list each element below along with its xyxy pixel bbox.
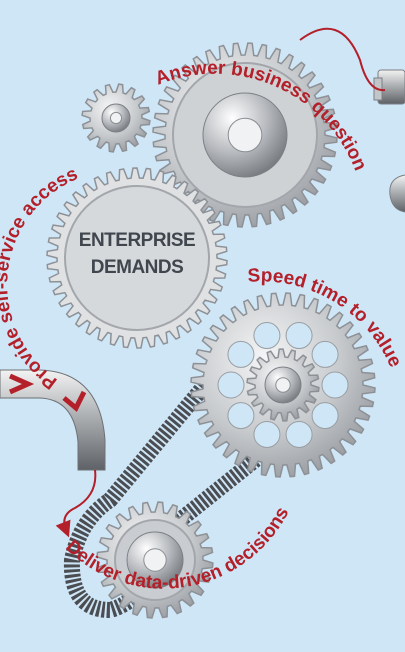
flow-arrow: [55, 469, 97, 538]
accent-line-top: [299, 27, 386, 92]
pipe-right-top: [373, 69, 405, 105]
elbow-pipe: [0, 369, 106, 471]
bottom-gear: [96, 501, 214, 619]
small-gear-mid: [246, 348, 320, 422]
center-label-line2: DEMANDS: [91, 257, 184, 278]
large-gear-top: [152, 42, 338, 228]
pipe-right-middle: [389, 174, 405, 213]
center-label-line1: ENTERPRISE: [79, 230, 195, 251]
small-gear-top: [81, 83, 151, 153]
enterprise-gear: [46, 167, 228, 349]
